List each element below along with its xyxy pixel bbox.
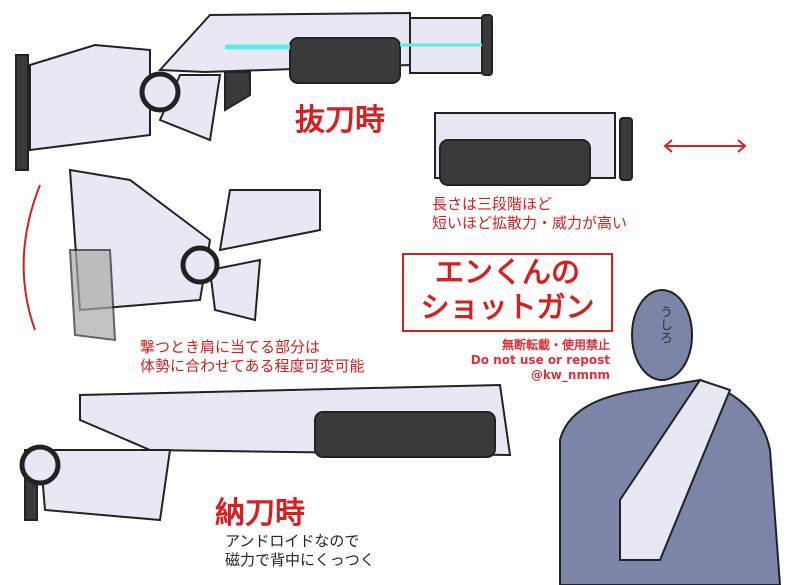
credit-line: @kw_nmnm bbox=[530, 368, 610, 382]
shotgun-stock-adjust bbox=[68, 168, 321, 342]
back-label: うしろ bbox=[657, 305, 672, 344]
double-arrow-icon bbox=[663, 139, 747, 153]
drawn-label: 抜刀時 bbox=[295, 103, 385, 138]
title-line: エンくんの bbox=[434, 255, 580, 289]
note-line: 撃つとき肩に当てる部分は bbox=[140, 338, 321, 356]
credit: 無断転載・使用禁止 Do not use or repost @kw_nmnm bbox=[440, 338, 610, 383]
curved-arrow-icon bbox=[22, 184, 41, 331]
note-line: 体勢に合わせてある程度可変可能 bbox=[140, 357, 365, 375]
note-line: 磁力で背中にくっつく bbox=[225, 551, 375, 569]
stock-note: 撃つとき肩に当てる部分は 体勢に合わせてある程度可変可能 bbox=[140, 338, 365, 376]
length-note: 長さは三段階ほど 短いほど拡散力・威力が高い bbox=[432, 195, 627, 233]
note-line: アンドロイドなので bbox=[225, 532, 360, 550]
arrows bbox=[22, 139, 747, 331]
credit-line: 無断転載・使用禁止 bbox=[501, 338, 610, 352]
shotgun-sheathed bbox=[19, 383, 512, 522]
credit-line: Do not use or repost bbox=[470, 353, 610, 367]
barrel-short bbox=[434, 112, 633, 186]
back-note: アンドロイドなので 磁力で背中にくっつく bbox=[225, 532, 375, 570]
title-line: ショットガン bbox=[420, 290, 595, 324]
note-line: 短いほど拡散力・威力が高い bbox=[432, 214, 628, 232]
title-box: エンくんの ショットガン bbox=[402, 253, 613, 332]
sheathed-label: 納刀時 bbox=[215, 496, 305, 531]
back-view-figure bbox=[559, 289, 782, 585]
shotgun-drawn bbox=[15, 11, 493, 171]
note-line: 長さは三段階ほど bbox=[432, 195, 553, 213]
